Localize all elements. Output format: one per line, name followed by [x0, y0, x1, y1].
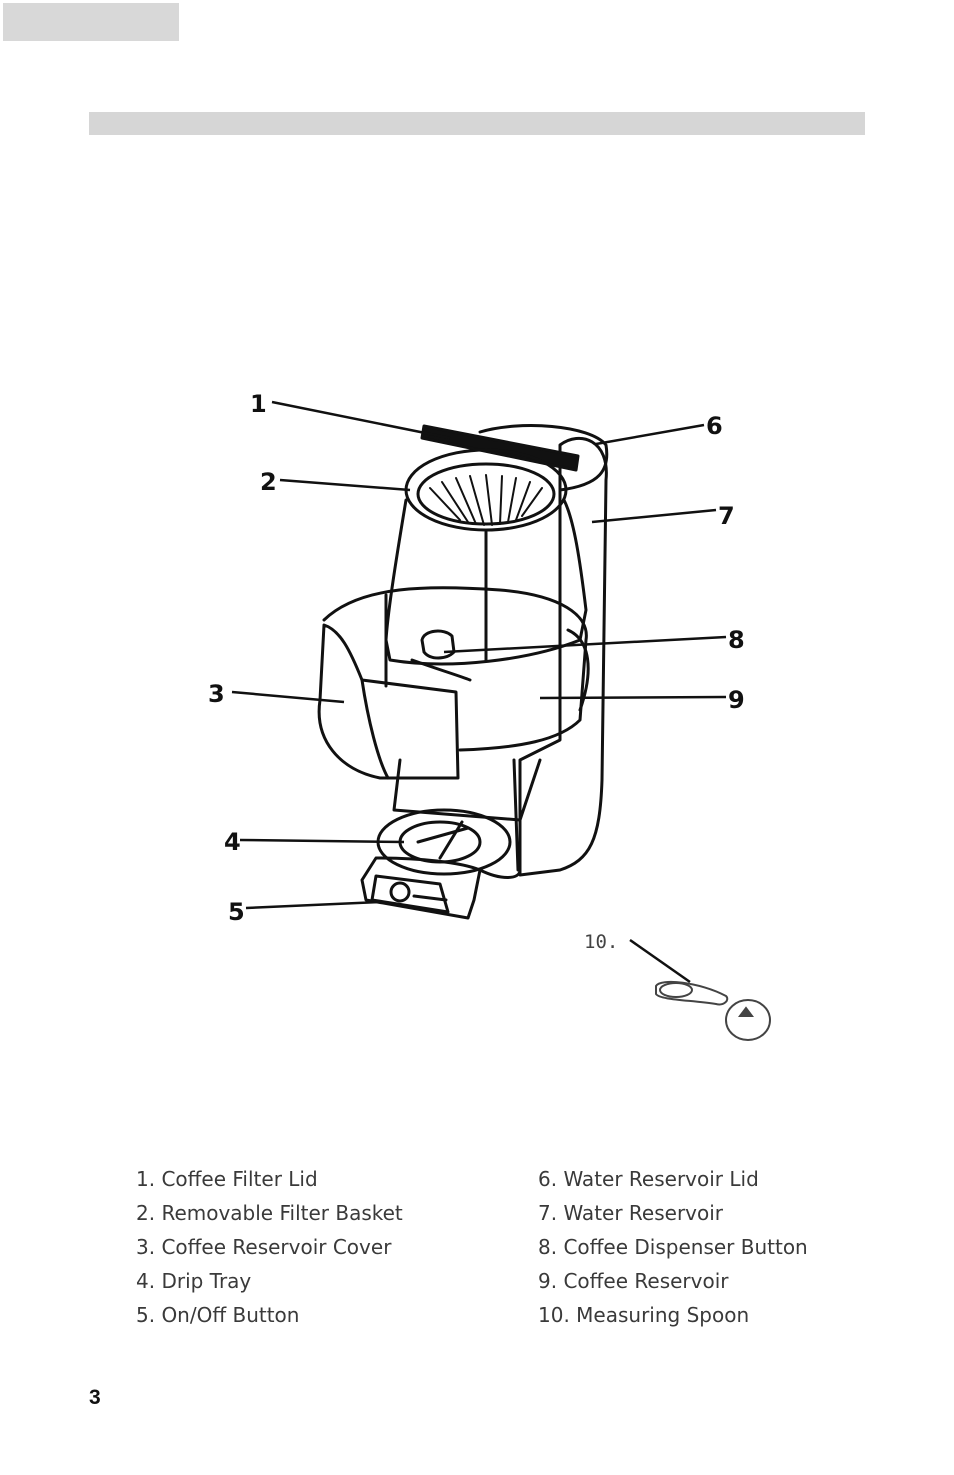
callout-9: 9	[728, 686, 745, 714]
water-reservoir-lid	[478, 424, 609, 492]
list-item: 6. Water Reservoir Lid	[538, 1167, 759, 1191]
list-item: 2. Removable Filter Basket	[136, 1201, 403, 1225]
list-item: 9. Coffee Reservoir	[538, 1269, 729, 1293]
callout-5: 5	[228, 898, 245, 926]
callout-7: 7	[718, 502, 735, 530]
control-panel	[360, 856, 482, 920]
page-number: 3	[89, 1386, 101, 1409]
parts-list-left: 1. Coffee Filter Lid 2. Removable Filter…	[136, 1162, 403, 1332]
callout-6: 6	[706, 412, 723, 440]
callout-1: 1	[250, 390, 267, 418]
header-tab-bar	[3, 3, 179, 41]
filter-basket-ring	[404, 448, 568, 532]
base-body	[392, 758, 542, 822]
coffee-reservoir-cover	[317, 623, 460, 780]
list-item: 1. Coffee Filter Lid	[136, 1167, 318, 1191]
measuring-spoon-drawing	[655, 980, 771, 1041]
list-item: 8. Coffee Dispenser Button	[538, 1235, 808, 1259]
on-off-button-shape	[389, 881, 411, 903]
callout-4: 4	[224, 828, 241, 856]
callout-2: 2	[260, 468, 277, 496]
coffee-reservoir-ring	[322, 586, 588, 752]
list-item: 4. Drip Tray	[136, 1269, 252, 1293]
list-item: 3. Coffee Reservoir Cover	[136, 1235, 392, 1259]
callout-10: 10.	[584, 931, 618, 953]
list-item: 10. Measuring Spoon	[538, 1303, 750, 1327]
list-item: 5. On/Off Button	[136, 1303, 300, 1327]
brew-head-body	[384, 498, 588, 666]
callout-3: 3	[208, 680, 225, 708]
dispenser-button-shape	[420, 629, 456, 660]
list-item: 7. Water Reservoir	[538, 1201, 724, 1225]
water-reservoir-body	[518, 436, 608, 877]
section-title-bar	[89, 112, 865, 135]
parts-list-right: 6. Water Reservoir Lid 7. Water Reservoi…	[538, 1162, 808, 1332]
callout-8: 8	[728, 626, 745, 654]
